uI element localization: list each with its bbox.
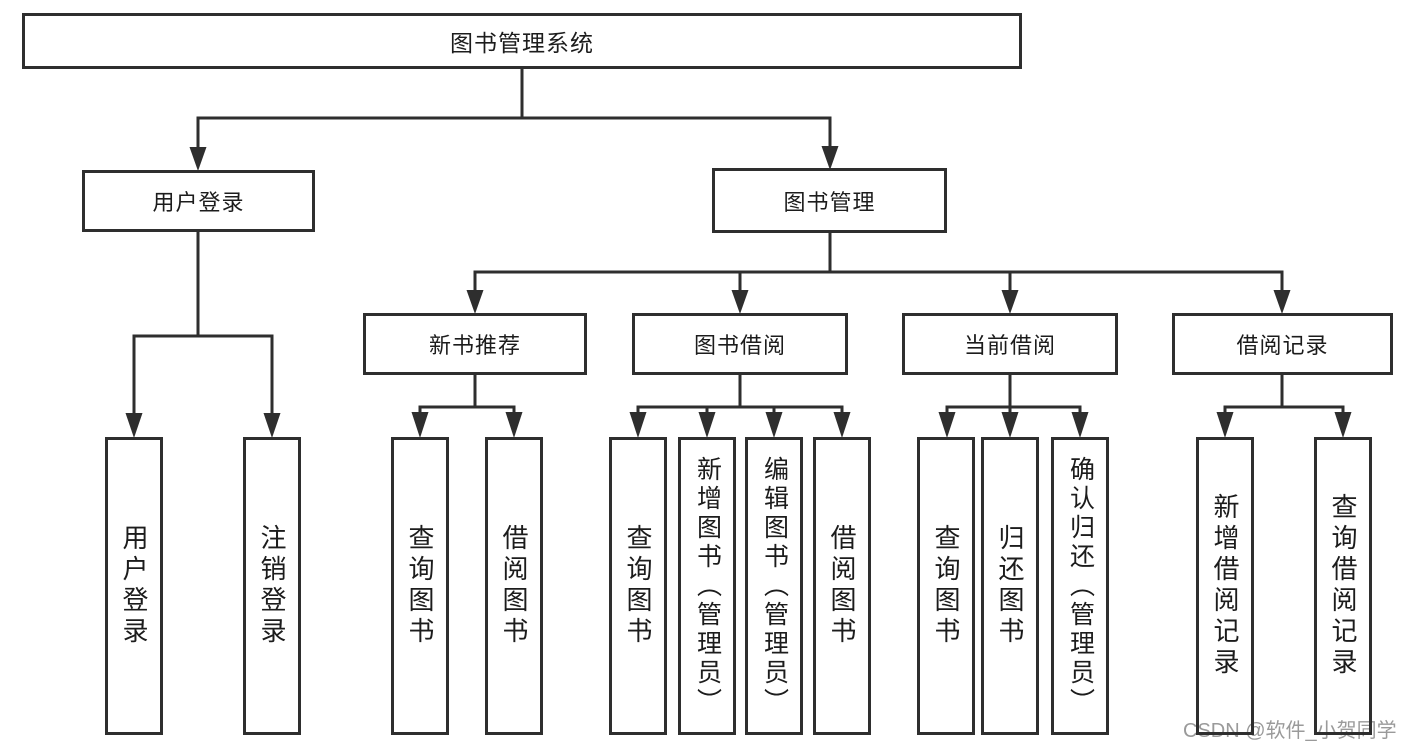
leaf-label: 查询图书 [405, 524, 435, 648]
leaf-label: 确认归还（管理员） [1066, 455, 1095, 717]
leaf-user-login: 用户登录 [105, 437, 163, 735]
leaf-label: 查询借阅记录 [1328, 493, 1358, 679]
leaf-label: 编辑图书（管理员） [760, 455, 789, 717]
leaf-borrow-books-recommend: 借阅图书 [485, 437, 543, 735]
leaf-label: 归还图书 [995, 524, 1025, 648]
leaf-label: 查询图书 [623, 524, 653, 648]
leaf-label: 查询图书 [931, 524, 961, 648]
arrowheads [125, 146, 1352, 438]
leaf-add-borrow-record: 新增借阅记录 [1196, 437, 1254, 735]
leaf-query-books-recommend: 查询图书 [391, 437, 449, 735]
leaf-query-books-current: 查询图书 [917, 437, 975, 735]
node-book-management: 图书管理 [712, 168, 947, 233]
leaf-confirm-return-admin: 确认归还（管理员） [1051, 437, 1109, 735]
leaf-edit-books-admin: 编辑图书（管理员） [745, 437, 803, 735]
node-current-borrow: 当前借阅 [902, 313, 1118, 375]
node-library-management-system: 图书管理系统 [22, 13, 1022, 69]
leaf-label: 借阅图书 [827, 524, 857, 648]
node-new-book-recommend: 新书推荐 [363, 313, 587, 375]
leaf-return-books: 归还图书 [981, 437, 1039, 735]
leaf-borrow-books: 借阅图书 [813, 437, 871, 735]
leaf-label: 新增图书（管理员） [693, 455, 722, 717]
leaf-label: 借阅图书 [499, 524, 529, 648]
leaf-query-borrow-record: 查询借阅记录 [1314, 437, 1372, 735]
node-user-login: 用户登录 [82, 170, 315, 232]
csdn-watermark: CSDN @软件_小贺同学 [1183, 720, 1397, 742]
leaf-label: 新增借阅记录 [1210, 493, 1240, 679]
leaf-label: 用户登录 [119, 524, 149, 648]
leaf-logout: 注销登录 [243, 437, 301, 735]
leaf-add-books-admin: 新增图书（管理员） [678, 437, 736, 735]
node-borrow-records: 借阅记录 [1172, 313, 1393, 375]
node-book-borrow: 图书借阅 [632, 313, 848, 375]
leaf-query-books-borrow: 查询图书 [609, 437, 667, 735]
leaf-label: 注销登录 [257, 524, 287, 648]
